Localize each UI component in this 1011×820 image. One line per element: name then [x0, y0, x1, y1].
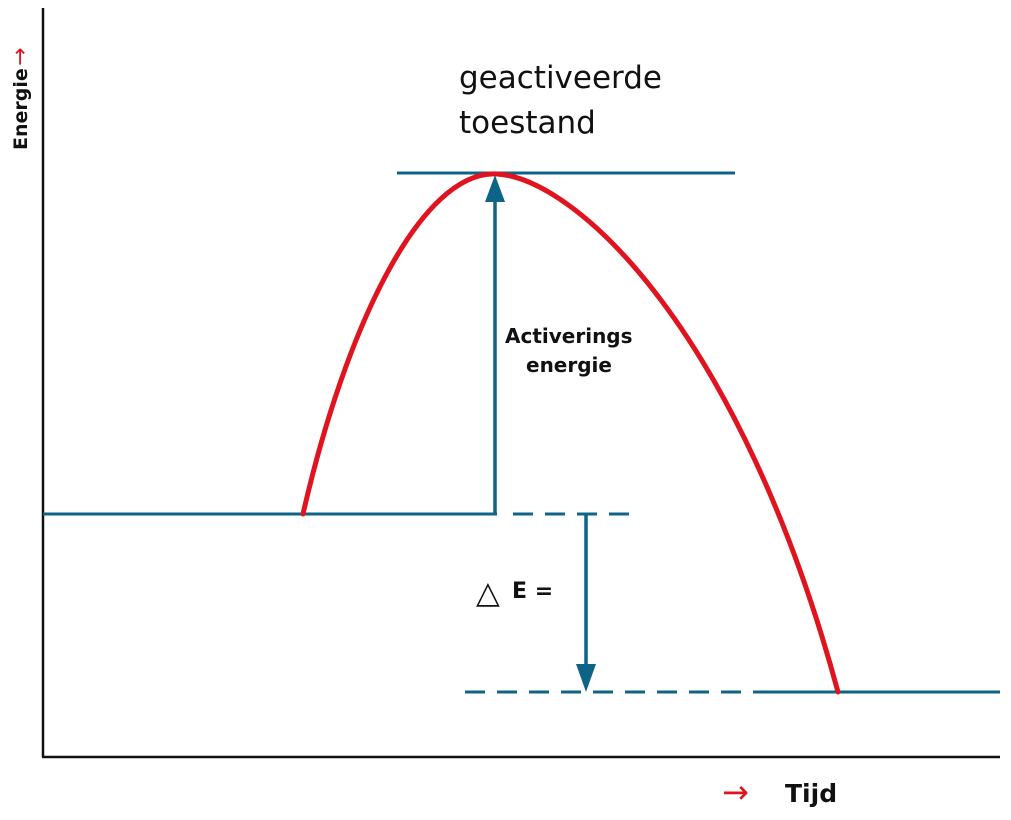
delta-e-label: E =	[512, 579, 553, 604]
activation-energy-label-line2: energie	[526, 353, 612, 377]
activation-energy-arrow-head	[485, 175, 505, 202]
x-axis-label: Tijd	[785, 779, 837, 808]
y-axis-label-group: Energie →	[8, 48, 33, 150]
activated-state-label-line2: toestand	[459, 105, 596, 141]
reaction-curve	[300, 171, 841, 695]
delta-e-arrow-head	[576, 664, 596, 692]
y-axis-arrow: →	[8, 48, 33, 66]
activated-state-label-line1: geactiveerde	[459, 60, 662, 96]
x-axis-arrow: →	[722, 773, 749, 811]
delta-symbol: △	[476, 575, 500, 611]
y-axis-label: Energie	[10, 68, 32, 150]
activation-energy-label-line1: Activerings	[505, 324, 633, 348]
